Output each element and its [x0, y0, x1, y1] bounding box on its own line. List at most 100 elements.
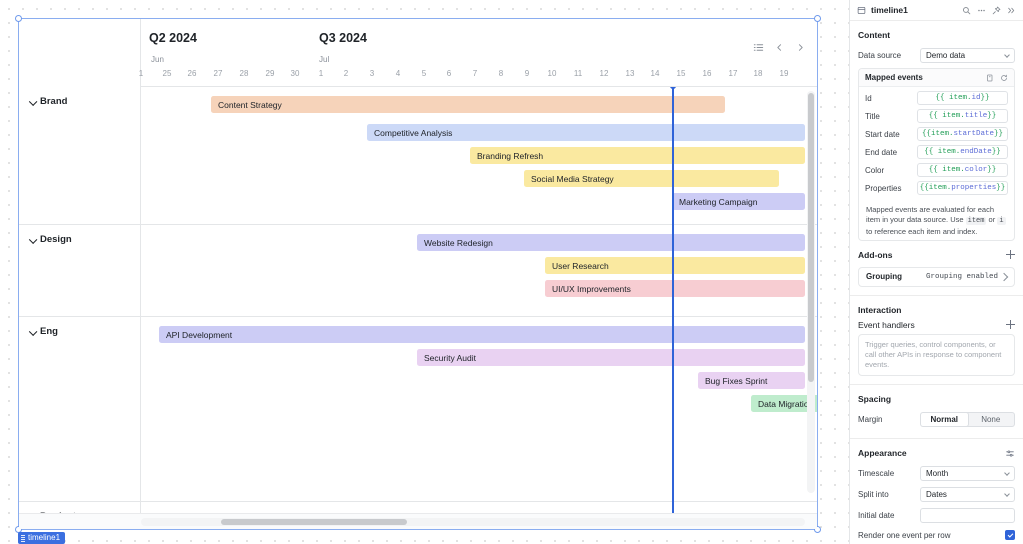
timeline-body: BrandDesignEngProduct Content StrategyCo… [19, 87, 817, 522]
mapped-field-input[interactable]: {{item.startDate}} [917, 127, 1008, 141]
initial-date-input[interactable] [920, 508, 1015, 524]
timescale-select[interactable]: Month [920, 466, 1015, 482]
day-tick: 18 [753, 69, 763, 78]
chevron-down-icon [29, 98, 36, 105]
initial-date-row: Initial date [850, 505, 1023, 526]
timescale-label: Timescale [858, 469, 895, 479]
search-icon[interactable] [962, 6, 971, 15]
timescale-value: Month [926, 469, 949, 479]
group-label: Design [40, 234, 72, 245]
timeline-group-eng[interactable]: Eng [19, 317, 140, 502]
resize-handle-top-right[interactable] [814, 15, 821, 22]
day-tick: 2 [343, 69, 349, 78]
mapped-field-input[interactable]: {{ item.color }} [917, 163, 1008, 177]
split-into-select[interactable]: Dates [920, 487, 1015, 503]
render-one-event-label: Render one event per row [858, 530, 951, 540]
timeline-event-bar[interactable]: Social Media Strategy [524, 170, 779, 187]
timeline-event-bar[interactable]: Competitive Analysis [367, 124, 805, 141]
timeline-vertical-scrollbar[interactable] [807, 91, 815, 493]
mapped-field-input[interactable]: {{ item.id }} [917, 91, 1008, 105]
margin-segmented-control[interactable]: Normal None [920, 412, 1015, 428]
margin-label: Margin [858, 415, 883, 425]
event-handlers-row: Event handlers [850, 320, 1023, 334]
timeline-event-bar[interactable]: Branding Refresh [470, 147, 805, 164]
addon-item-grouping[interactable]: Grouping Grouping enabled [859, 268, 1014, 286]
render-one-event-checkbox[interactable] [1005, 530, 1015, 541]
sliders-icon[interactable] [1005, 449, 1015, 458]
help-text-2: or [988, 215, 996, 225]
timeline-event-bar[interactable]: Marketing Campaign [672, 193, 805, 210]
inspector-panel: timeline1 Content Data source [849, 0, 1023, 544]
list-view-icon[interactable] [752, 41, 765, 54]
mapped-field-row: End date{{ item.endDate }} [859, 143, 1014, 161]
timeline-toolbar [752, 41, 807, 54]
timescale-row: Timescale Month [850, 463, 1023, 484]
timeline-event-bar[interactable]: Security Audit [417, 349, 805, 366]
mapped-field-input[interactable]: {{ item.endDate }} [917, 145, 1008, 159]
day-tick: 15 [676, 69, 686, 78]
divider-interaction [850, 294, 1023, 296]
more-icon[interactable] [977, 6, 986, 15]
mapped-field-label: Start date [865, 129, 900, 139]
chevron-down-icon [1004, 490, 1010, 497]
resize-handle-top-left[interactable] [15, 15, 22, 22]
timeline-track-product [141, 502, 817, 513]
timeline-group-brand[interactable]: Brand [19, 87, 140, 225]
next-period-icon[interactable] [794, 41, 807, 54]
timeline-event-bar[interactable]: Data Migration [751, 395, 817, 412]
timeline-event-bar[interactable]: Bug Fixes Sprint [698, 372, 805, 389]
add-event-handler-icon[interactable] [1006, 320, 1015, 330]
mapped-field-row: Color {{ item.color }} [859, 161, 1014, 179]
timeline-horizontal-scrollbar[interactable] [141, 518, 805, 526]
header-divider [141, 86, 817, 87]
chevron-down-icon [29, 328, 36, 335]
split-into-row: Split into Dates [850, 484, 1023, 505]
mapped-events-header: Mapped events [859, 69, 1014, 87]
collapse-panel-icon[interactable] [1007, 6, 1016, 15]
chevron-right-icon [999, 272, 1009, 281]
mapped-field-row: Properties{{item.properties}} [859, 179, 1014, 197]
copy-icon[interactable] [986, 74, 994, 82]
margin-option-normal[interactable]: Normal [921, 413, 968, 427]
timeline-event-bar[interactable]: UI/UX Improvements [545, 280, 805, 297]
mapped-field-input[interactable]: {{item.properties}} [917, 181, 1008, 195]
day-tick: 14 [650, 69, 660, 78]
drag-grip-icon[interactable] [21, 534, 25, 542]
resize-handle-bottom-right[interactable] [814, 526, 821, 533]
day-tick: 1 [138, 69, 144, 78]
render-one-event-row: Render one event per row [850, 526, 1023, 544]
mapped-field-input[interactable]: {{ item.title }} [917, 109, 1008, 123]
data-source-row: Data source Demo data [850, 45, 1023, 66]
pin-icon[interactable] [992, 6, 1001, 15]
data-source-value: Demo data [926, 51, 966, 60]
mapped-events-card: Mapped events Id{{ item.id }}Title{{ ite… [858, 68, 1015, 241]
prev-period-icon[interactable] [773, 41, 786, 54]
horizontal-scroll-thumb[interactable] [220, 519, 407, 525]
timeline-event-bar[interactable]: User Research [545, 257, 805, 274]
component-name-badge[interactable]: timeline1 [18, 532, 66, 544]
timeline-group-design[interactable]: Design [19, 225, 140, 317]
mapped-field-label: Color [865, 165, 885, 175]
timeline-event-bar[interactable]: Content Strategy [211, 96, 725, 113]
day-tick: 9 [524, 69, 530, 78]
inspector-scroll-area[interactable]: Content Data source Demo data Mapped eve… [850, 21, 1023, 544]
day-tick: 5 [421, 69, 427, 78]
reset-icon[interactable] [1000, 74, 1008, 82]
initial-date-label: Initial date [858, 511, 895, 521]
timeline-event-bar[interactable]: API Development [159, 326, 805, 343]
vertical-scroll-thumb[interactable] [808, 93, 814, 383]
data-source-select[interactable]: Demo data [920, 48, 1015, 63]
day-tick: 27 [213, 69, 223, 78]
day-tick: 11 [573, 69, 583, 78]
margin-option-none[interactable]: None [981, 415, 1001, 425]
timeline-event-bar[interactable]: Website Redesign [417, 234, 805, 251]
addon-value: Grouping enabled [926, 272, 999, 281]
add-addon-icon[interactable] [1006, 250, 1015, 260]
mapped-events-title: Mapped events [865, 73, 923, 82]
chevron-down-icon [29, 236, 36, 243]
addons-card: Grouping Grouping enabled [858, 266, 1015, 287]
